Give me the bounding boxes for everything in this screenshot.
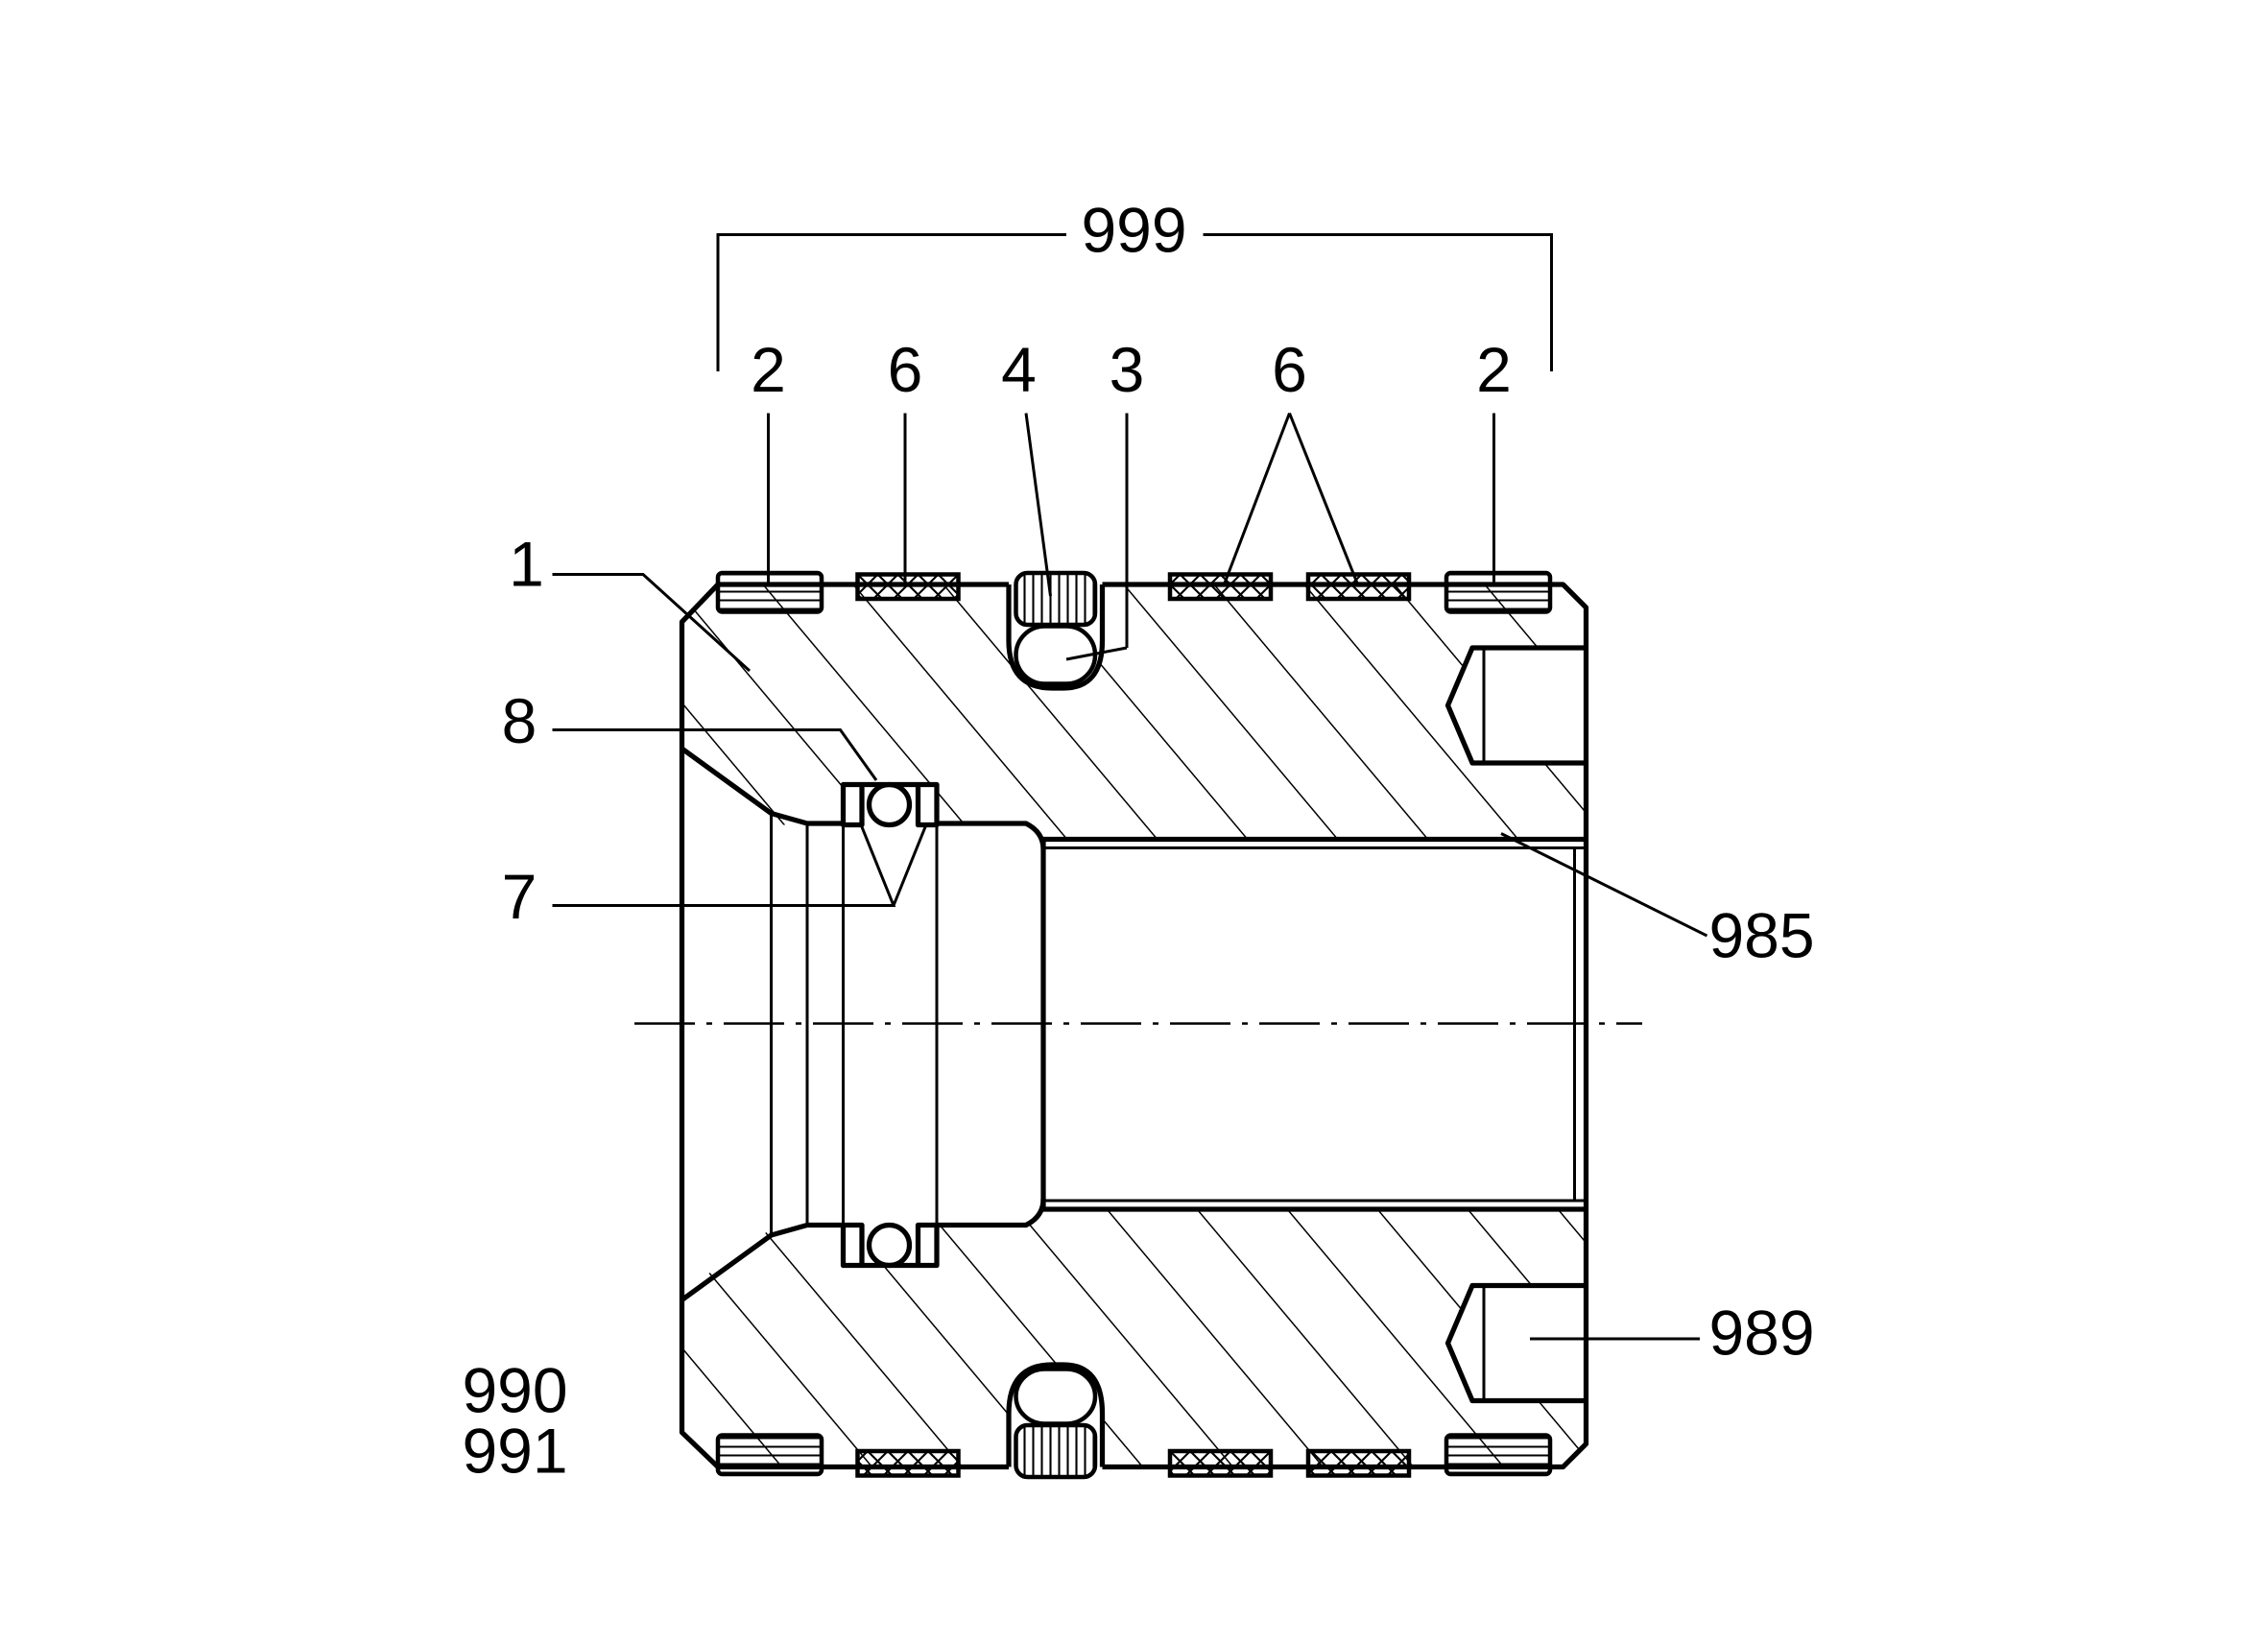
guide-ring-bottom-right (1444, 1433, 1553, 1477)
guide-ring-bottom-left (715, 1433, 824, 1477)
inner-groove-lower (840, 1222, 940, 1269)
label-985: 985 (1708, 900, 1814, 971)
seal-top-3 (1305, 572, 1412, 602)
body-upper-section (681, 584, 1587, 840)
label-3: 3 (1110, 334, 1145, 405)
seal-top-2 (1167, 572, 1274, 602)
label-989: 989 (1708, 1298, 1814, 1369)
label-6-right: 6 (1272, 334, 1307, 405)
seal-top-1 (855, 572, 961, 602)
label-990: 990 (462, 1355, 567, 1426)
guide-ring-top-right (1444, 570, 1553, 614)
seal-bottom-1 (855, 1448, 961, 1478)
label-999: 999 (1081, 195, 1186, 266)
threaded-hole-upper (1444, 645, 1587, 766)
label-8: 8 (502, 685, 537, 756)
label-4: 4 (1001, 334, 1037, 405)
outer-groove-upper (1006, 570, 1106, 691)
label-7: 7 (502, 861, 537, 932)
inner-groove-upper (840, 781, 940, 828)
outer-groove-lower (1006, 1362, 1106, 1480)
leader-lines (552, 412, 1708, 1341)
seal-bottom-2 (1167, 1448, 1274, 1478)
label-1: 1 (509, 529, 544, 600)
threaded-hole-lower (1444, 1282, 1587, 1404)
assembly-bracket (716, 233, 1553, 371)
label-2-right: 2 (1476, 334, 1512, 405)
label-991: 991 (462, 1416, 567, 1487)
label-6-left: 6 (888, 334, 923, 405)
body-lower-section (681, 1209, 1587, 1467)
seal-bottom-3 (1305, 1448, 1412, 1478)
label-2-left: 2 (751, 334, 786, 405)
